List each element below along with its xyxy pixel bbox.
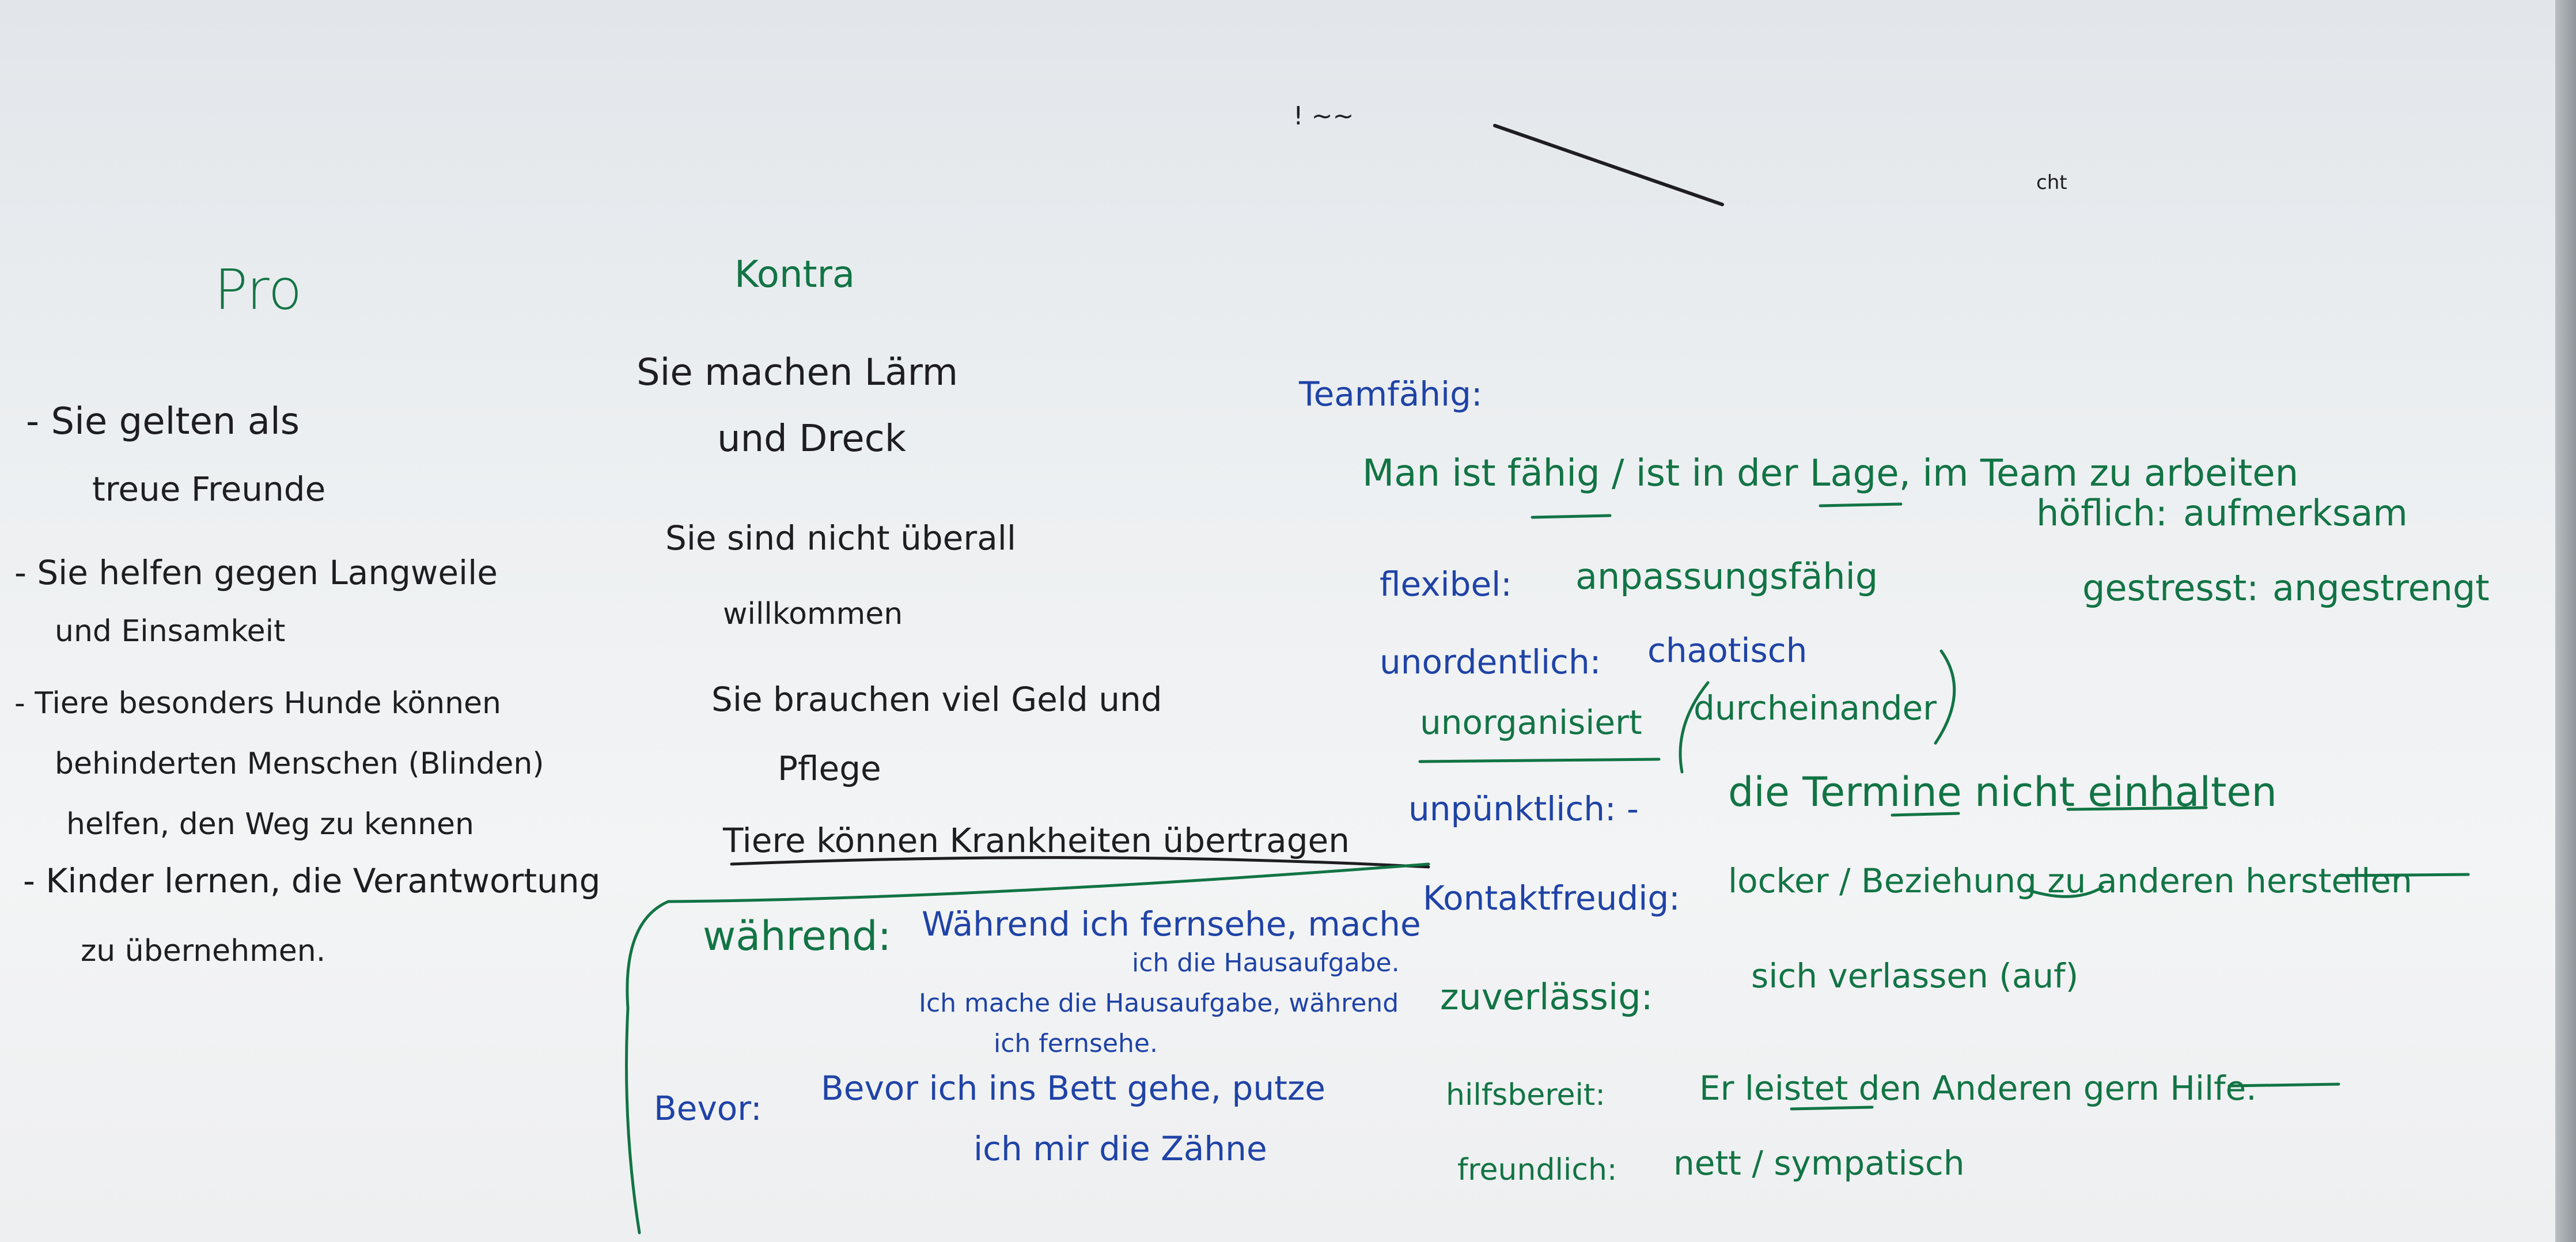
pro-item-2-line-1: - Sie helfen gegen Langweile bbox=[14, 553, 498, 592]
freundlich-definition: nett / sympatisch bbox=[1673, 1143, 1965, 1183]
stray-mark-right: cht bbox=[2036, 171, 2067, 194]
waehrend-example-2-line-1: Ich mache die Hausaufgabe, während bbox=[919, 989, 1399, 1018]
kontra-item-3-line-2: Pflege bbox=[778, 749, 881, 788]
unordentlich-label: unordentlich: bbox=[1380, 642, 1601, 681]
kontaktfreudig-definition: locker / Beziehung zu anderen herstellen bbox=[1728, 861, 2412, 900]
unpuenktlich-definition: die Termine nicht einhalten bbox=[1728, 768, 2277, 816]
waehrend-example-1-line-1: Während ich fernsehe, mache bbox=[922, 904, 1421, 944]
unpuenktlich-label: unpünktlich: - bbox=[1408, 789, 1639, 828]
pro-item-4-line-1: - Kinder lernen, die Verantwortung bbox=[23, 861, 601, 900]
pro-item-3-line-1: - Tiere besonders Hunde können bbox=[14, 686, 501, 721]
durcheinander-word: durcheinander bbox=[1694, 688, 1937, 728]
waehrend-label: während: bbox=[703, 912, 892, 960]
teamfaehig-definition: Man ist fähig / ist in der Lage, im Team… bbox=[1362, 452, 2299, 495]
gestresst-definition: angestrengt bbox=[2272, 567, 2490, 609]
stray-mark-left: ! ~~ bbox=[1293, 101, 1354, 131]
pro-item-3-line-3: helfen, den Weg zu kennen bbox=[66, 807, 474, 842]
hoeflich-definition: aufmerksam bbox=[2183, 492, 2408, 534]
pro-item-2-line-2: und Einsamkeit bbox=[55, 614, 286, 649]
kontaktfreudig-label: Kontaktfreudig: bbox=[1423, 879, 1680, 918]
kontra-heading: Kontra bbox=[734, 253, 855, 296]
waehrend-example-1-line-2: ich die Hausaufgabe. bbox=[1132, 948, 1400, 978]
kontra-item-1-line-1: Sie machen Lärm bbox=[637, 351, 959, 394]
kontra-item-1-line-2: und Dreck bbox=[717, 418, 906, 460]
flexibel-label: flexibel: bbox=[1380, 565, 1512, 604]
unordentlich-definition: chaotisch bbox=[1647, 631, 1808, 670]
hoeflich-label: höflich: bbox=[2036, 492, 2168, 534]
unorganisiert-word: unorganisiert bbox=[1420, 703, 1642, 742]
bevor-label: Bevor: bbox=[654, 1089, 762, 1128]
bevor-example-1-line-2: ich mir die Zähne bbox=[973, 1129, 1267, 1168]
kontra-item-2-line-1: Sie sind nicht überall bbox=[665, 518, 1016, 558]
bevor-example-1-line-1: Bevor ich ins Bett gehe, putze bbox=[821, 1069, 1325, 1108]
pro-item-3-line-2: behinderten Menschen (Blinden) bbox=[55, 747, 544, 781]
kontra-item-3-line-1: Sie brauchen viel Geld und bbox=[711, 680, 1162, 719]
pro-item-4-line-2: zu übernehmen. bbox=[81, 934, 326, 968]
pro-item-1-line-2: treue Freunde bbox=[92, 469, 326, 509]
zuverlaessig-definition: sich verlassen (auf) bbox=[1751, 956, 2079, 995]
gestresst-label: gestresst: bbox=[2082, 567, 2259, 609]
flexibel-definition: anpassungsfähig bbox=[1575, 555, 1878, 597]
kontra-item-4-line-1: Tiere können Krankheiten übertragen bbox=[723, 821, 1350, 860]
zuverlaessig-label: zuverlässig: bbox=[1440, 976, 1653, 1018]
hilfsbereit-definition: Er leistet den Anderen gern Hilfe. bbox=[1699, 1069, 2257, 1108]
waehrend-example-2-line-2: ich fernsehe. bbox=[994, 1029, 1158, 1058]
whiteboard-frame bbox=[2555, 0, 2576, 1242]
kontra-item-2-line-2: willkommen bbox=[723, 597, 903, 631]
freundlich-label: freundlich: bbox=[1457, 1153, 1617, 1187]
pro-item-1-line-1: - Sie gelten als bbox=[26, 400, 300, 443]
teamfaehig-label: Teamfähig: bbox=[1299, 374, 1483, 414]
hilfsbereit-label: hilfsbereit: bbox=[1446, 1078, 1605, 1112]
pro-heading: Pro bbox=[214, 258, 302, 322]
